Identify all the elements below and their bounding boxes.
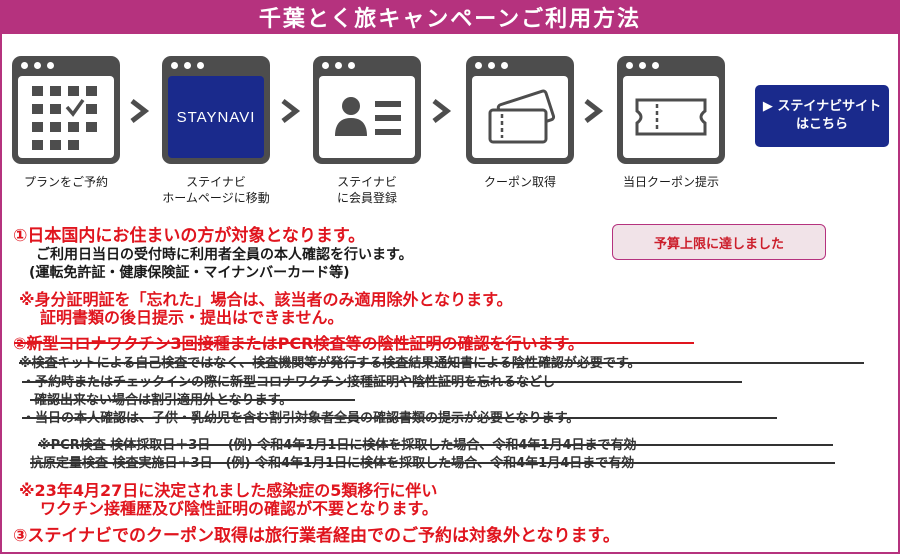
strikethrough-line xyxy=(14,342,694,344)
id-card-icon xyxy=(319,76,415,158)
notice-residents-heading: ①日本国内にお住まいの方が対象となります。 xyxy=(13,226,366,246)
window-dots xyxy=(21,62,54,69)
strikethrough-line xyxy=(22,381,742,383)
notice-antigen-validity: 抗原定量検査 検査実施日＋3日 (例) 令和4年1月1日に検体を採取した場合、令… xyxy=(30,456,635,471)
arrow-right-icon xyxy=(432,99,452,123)
budget-limit-reached-button[interactable]: 予算上限に達しました xyxy=(612,224,826,260)
strikethrough-line xyxy=(22,417,777,419)
step-label-member-register: ステイナビ に会員登録 xyxy=(336,175,397,205)
window-dots xyxy=(475,62,508,69)
step-present-coupon xyxy=(617,56,725,164)
notice-test-kit: ※検査キットによる自己検査ではなく、検査機関等が発行する検査結果通知書による陰性… xyxy=(19,356,641,371)
step-label-present-coupon: 当日クーポン提示 xyxy=(622,175,719,189)
strikethrough-line xyxy=(19,362,864,364)
notice-not-eligible: 確認出来ない場合は割引適用外となります。 xyxy=(34,393,293,408)
step-get-coupon xyxy=(466,56,574,164)
notice-residents-text: ご利用日当日の受付時に利用者全員の本人確認を行います。 xyxy=(36,247,413,263)
strikethrough-line xyxy=(38,444,833,446)
notice-no-check-required: ワクチン接種歴及び陰性証明の確認が不要となります。 xyxy=(40,499,438,518)
tickets-icon xyxy=(472,76,568,158)
calendar-icon xyxy=(18,76,114,158)
arrow-right-icon xyxy=(130,99,150,123)
window-dots xyxy=(322,62,355,69)
notice-id-all-members: ・当日の本人確認は、子供・乳幼児を含む割引対象者全員の確認書類の提示が必要となり… xyxy=(22,411,580,426)
notice-pcr-validity: ※PCR検査 検体採取日＋3日 (例) 令和4年1月1日に検体を採取した場合、令… xyxy=(38,438,637,453)
strikethrough-line xyxy=(30,399,355,401)
step-member-register xyxy=(313,56,421,164)
staynavi-logo: STAYNAVI xyxy=(168,76,264,158)
arrow-right-icon xyxy=(584,99,604,123)
page-title: 千葉とく旅キャンペーンご利用方法 xyxy=(2,0,898,34)
step-label-staynavi-home: ステイナビ ホームページに移動 xyxy=(162,175,270,205)
notice-forgot-id-warning: ※身分証明証を「忘れた」場合は、該当者のみ適用除外となります。 xyxy=(19,290,513,309)
strikethrough-line xyxy=(30,462,835,464)
window-dots xyxy=(626,62,659,69)
step-staynavi-home: STAYNAVI xyxy=(162,56,270,164)
arrow-right-icon xyxy=(281,99,301,123)
step-label-reserve: プランをご予約 xyxy=(23,175,108,189)
notice-class5-transition: ※23年4月27日に決定されました感染症の5類移行に伴い xyxy=(19,481,438,500)
ticket-icon xyxy=(623,76,719,158)
step-label-get-coupon: クーポン取得 xyxy=(483,175,556,189)
notice-no-later-submission: 証明書類の後日提示・提出はできません。 xyxy=(40,308,344,327)
window-dots xyxy=(171,62,204,69)
notice-travel-agency-excluded: ③ステイナビでのクーポン取得は旅行業者経由でのご予約は対象外となります。 xyxy=(13,526,620,546)
notice-forgot-certificate: ・予約時またはチェックインの際に新型コロナワクチン接種証明や陰性証明を忘れるなど… xyxy=(22,375,556,390)
staynavi-site-button[interactable]: ▶ ステイナビサイト はこちら xyxy=(755,85,889,147)
notice-residents-id-list: (運転免許証・健康保険証・マイナンバーカード等) xyxy=(29,265,350,281)
step-reserve-plan xyxy=(12,56,120,164)
notice-vaccine-heading: ②新型コロナワクチン3回接種またはPCR検査等の陰性証明の確認を行います。 xyxy=(13,334,584,353)
